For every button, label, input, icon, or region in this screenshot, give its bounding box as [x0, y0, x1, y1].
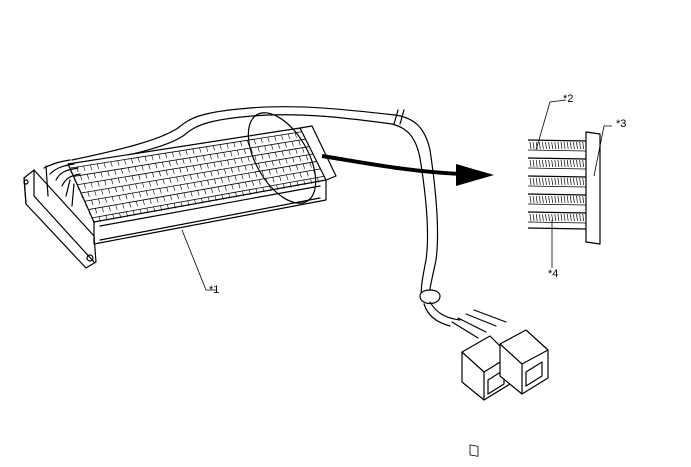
- connectors: [419, 289, 549, 457]
- callout-3: *3: [616, 118, 627, 130]
- leader-lines: [181, 99, 612, 291]
- heater-fins: [69, 131, 325, 223]
- heater-core: [23, 125, 337, 269]
- detail-view: [527, 131, 601, 245]
- callout-2: *2: [563, 93, 574, 105]
- detail-circle: [247, 112, 317, 204]
- callout-1: *1: [209, 284, 220, 296]
- callout-4: *4: [548, 268, 559, 280]
- wire-harness: [71, 106, 439, 301]
- curved-arrow-icon: [321, 154, 494, 186]
